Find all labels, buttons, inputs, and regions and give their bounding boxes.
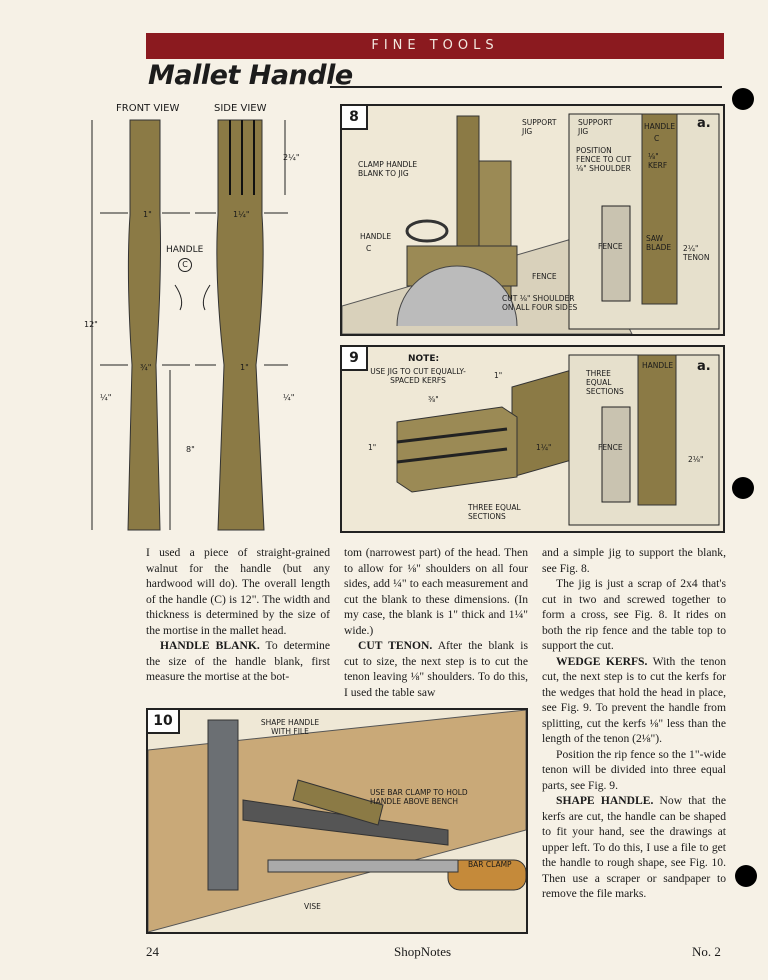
detail-handle-letter: C <box>654 134 660 143</box>
note-title: NOTE: <box>408 354 440 364</box>
dim-side-width-bottom: 1" <box>240 363 249 372</box>
callout-clamp: CLAMP HANDLE BLANK TO JIG <box>358 160 418 178</box>
dim-front-width-bottom: ¾" <box>140 363 152 372</box>
article-column-3: and a simple jig to support the blank, s… <box>542 545 726 902</box>
dim-front-width-top: 1" <box>143 210 152 219</box>
page-title: Mallet Handle <box>148 60 353 91</box>
figure-10-illustration <box>148 710 526 932</box>
detail-three-equal: THREE EQUAL SECTIONS <box>586 369 624 396</box>
binder-hole <box>732 477 754 499</box>
paragraph: and a simple jig to support the blank, s… <box>542 546 726 575</box>
magazine-name: ShopNotes <box>394 944 452 959</box>
figure-9-illustration <box>396 354 720 526</box>
callout-cut: CUT ⅛" SHOULDER ON ALL FOUR SIDES <box>502 294 578 312</box>
callout-three-equal: THREE EQUAL SECTIONS <box>468 503 521 521</box>
handle-drawing <box>91 119 288 531</box>
paragraph-lead: CUT TENON. <box>358 639 433 652</box>
paragraph-text: With the tenon cut, the next step is to … <box>542 654 727 746</box>
article-column-2: tom (narrowest part) of the head. Then t… <box>344 545 528 700</box>
dim-1in: 1" <box>494 371 503 380</box>
front-view-label: FRONT VIEW <box>116 103 180 114</box>
binder-hole <box>735 865 757 887</box>
dim-front-taper: ¼" <box>100 393 112 402</box>
callout-fence: FENCE <box>532 272 557 281</box>
callout-handle: HANDLE <box>360 232 392 241</box>
paragraph: SHAPE HANDLE. Now that the kerfs are cut… <box>542 793 726 902</box>
dim-side-taper: ¼" <box>283 393 295 402</box>
detail-letter: a. <box>697 116 711 131</box>
paragraph-lead: HANDLE BLANK. <box>160 639 260 652</box>
dim-overall: 12" <box>84 320 98 329</box>
note-text: USE JIG TO CUT EQUALLY-SPACED KERFS <box>370 367 466 385</box>
detail-kerf: ⅛" KERF <box>648 152 668 170</box>
handle-part-letter: C <box>178 258 192 272</box>
section-title: FINE TOOLS <box>371 38 499 53</box>
callout-shape: SHAPE HANDLE WITH FILE <box>260 718 320 736</box>
issue-number: No. 2 <box>692 944 721 959</box>
dim-side-width-top: 1¼" <box>233 210 250 219</box>
figure-9: 9 NOTE: USE JIG TO CUT EQUALLY-SPACED KE… <box>340 345 725 533</box>
dim-top-length: 2¼" <box>283 153 300 162</box>
detail-support: SUPPORT JIG <box>578 118 613 136</box>
page-number: 24 <box>146 944 159 959</box>
detail-position: POSITION FENCE TO CUT ⅛" SHOULDER <box>576 146 632 173</box>
figure-8: 8 CLAMP HANDLE BLANK TO JIG SUPPORT JIG … <box>340 104 725 336</box>
paragraph: WEDGE KERFS. With the tenon cut, the nex… <box>542 654 726 747</box>
paragraph-text: After the blank is cut to size, the next… <box>344 639 528 699</box>
figure-number: 9 <box>342 347 368 371</box>
paragraph: I used a piece of straight-grained walnu… <box>146 546 330 637</box>
detail-dim: 2⅛" <box>688 455 704 464</box>
paragraph: tom (narrowest part) of the head. Then t… <box>344 546 528 637</box>
paragraph-lead: SHAPE HANDLE. <box>556 794 654 807</box>
dim-bottom-length: 8" <box>186 445 195 454</box>
title-rule <box>330 86 722 88</box>
detail-fence: FENCE <box>598 443 623 452</box>
binder-hole <box>732 88 754 110</box>
side-view-label: SIDE VIEW <box>214 103 267 114</box>
detail-saw-blade: SAW BLADE <box>646 234 672 252</box>
figure-10: 10 SHAPE HANDLE WITH FILE USE BAR CLAMP … <box>146 708 528 934</box>
article-column-1: I used a piece of straight-grained walnu… <box>146 545 330 685</box>
paragraph: CUT TENON. After the blank is cut to siz… <box>344 638 528 700</box>
paragraph: The jig is just a scrap of 2x4 that's cu… <box>542 577 726 652</box>
callout-vise: VISE <box>304 902 321 911</box>
paragraph-text: Now that the kerfs are cut, the handle c… <box>542 794 726 900</box>
handle-part-label: HANDLE <box>166 245 204 255</box>
figure-8-illustration <box>342 113 720 334</box>
callout-bar-clamp-hold: USE BAR CLAMP TO HOLD HANDLE ABOVE BENCH <box>370 788 468 806</box>
figure-number: 10 <box>148 710 180 734</box>
detail-handle: HANDLE <box>642 361 674 370</box>
dim-1-left: 1" <box>368 443 377 452</box>
dim-1-quarter: 1¼" <box>536 443 552 452</box>
paragraph-text: To determine the size of the handle blan… <box>146 639 330 683</box>
dim-3-8: ⅜" <box>428 395 439 404</box>
paragraph-lead: WEDGE KERFS. <box>556 654 648 668</box>
paragraph: Position the rip fence so the 1"-wide te… <box>542 747 726 792</box>
detail-fence: FENCE <box>598 242 623 251</box>
detail-letter: a. <box>697 359 711 374</box>
callout-handle-letter: C <box>366 244 372 253</box>
section-banner: FINE TOOLS <box>146 33 724 59</box>
paragraph: HANDLE BLANK. To determine the size of t… <box>146 638 330 685</box>
callout-support-jig: SUPPORT JIG <box>522 118 557 136</box>
callout-bar-clamp: BAR CLAMP <box>468 860 512 869</box>
detail-tenon: 2¼" TENON <box>683 244 710 262</box>
detail-handle: HANDLE <box>644 122 676 131</box>
figure-number: 8 <box>342 106 368 130</box>
